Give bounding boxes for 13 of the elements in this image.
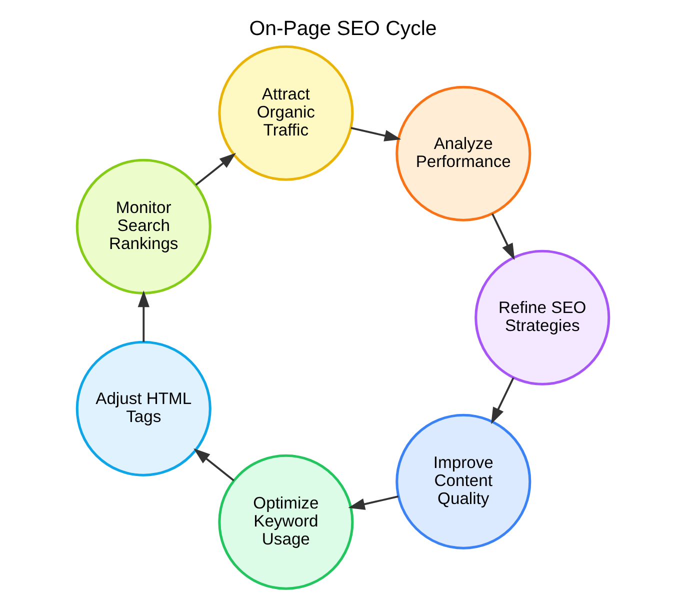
node-circle: Refine SEO Strategies [474,250,610,386]
node-circle: Monitor Search Rankings [76,158,212,294]
arrow [350,127,402,142]
arrow [348,496,399,510]
node-circle: Optimize Keyword Usage [218,454,354,590]
arrow [138,290,150,342]
arrow [195,152,236,186]
diagram-title: On-Page SEO Cycle [249,16,437,40]
node-circle: Improve Content Quality [396,414,532,550]
arrow [491,377,514,424]
arrow [194,448,234,482]
arrow [491,213,515,260]
node-circle: Analyze Performance [396,86,532,222]
